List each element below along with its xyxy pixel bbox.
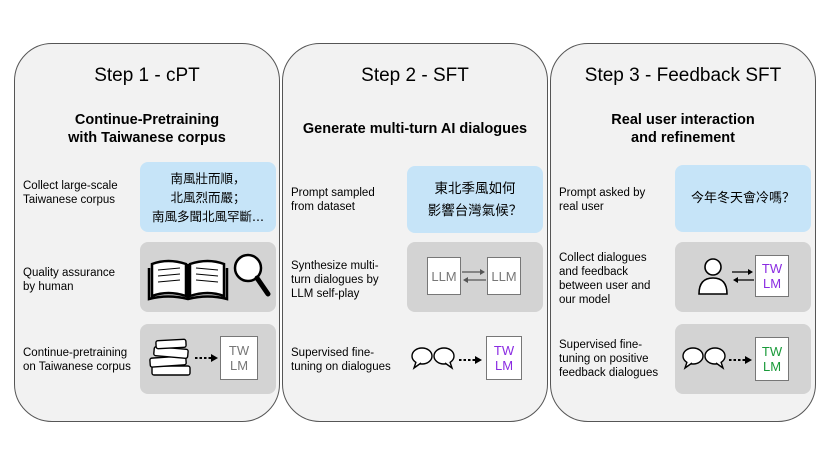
corpus-line: 北風烈而嚴； xyxy=(170,189,246,205)
continue-pretraining-icon-box: TW LM xyxy=(140,324,276,394)
sampled-prompt-text-box: 東北季風如何 影響台灣氣候？ xyxy=(407,166,543,233)
label-line: turn dialogues by xyxy=(291,274,379,286)
step-2-subtitle-line: Generate multi-turn AI dialogues xyxy=(302,121,528,137)
prompt-line: 今年冬天會冷嗎？ xyxy=(690,191,795,206)
step-2-row-2-label: Synthesize multi- turn dialogues by LLM … xyxy=(291,259,379,301)
magnifying-glass-icon xyxy=(233,253,271,297)
stacked-books-icon xyxy=(149,338,191,376)
label-line: by human xyxy=(23,281,74,293)
step-2-row-1-label: Prompt sampled from dataset xyxy=(291,186,375,214)
step-3-subtitle: Real user interaction and refinement xyxy=(551,111,815,147)
model-label-line: TW xyxy=(228,343,250,358)
sft-dialogues-icon-area: TW LM xyxy=(407,326,543,392)
label-line: from dataset xyxy=(291,201,355,213)
prompt-line: 影響台灣氣候？ xyxy=(427,202,523,219)
step-3-subtitle-line: Real user interaction xyxy=(611,112,755,128)
step-3-subtitle-line: and refinement xyxy=(631,130,735,146)
model-label-line: LM xyxy=(762,359,782,374)
step-3-row-3-label: Supervised fine- tuning on positive feed… xyxy=(559,338,658,380)
llm-right-label: LLM xyxy=(491,268,517,284)
label-line: and feedback xyxy=(559,266,629,278)
label-line: real user xyxy=(559,201,604,213)
open-book-icon xyxy=(147,259,229,301)
user-feedback-icon-box: TW LM xyxy=(675,242,811,312)
step-1-panel: Step 1 - cPT Continue-Pretraining with T… xyxy=(14,43,280,422)
label-line: Collect large-scale xyxy=(23,180,118,192)
exchange-arrows-icon xyxy=(732,269,754,283)
dotted-arrow-icon xyxy=(729,356,752,364)
user-icon xyxy=(698,258,728,295)
tw-lm-model-box: TW LM xyxy=(755,255,789,297)
label-line: feedback dialogues xyxy=(559,367,659,379)
llm-self-play-icon-box: LLM LLM xyxy=(407,242,543,312)
step-2-row-3-label: Supervised fine- tuning on dialogues xyxy=(291,346,391,374)
tw-lm-model-box: TW LM xyxy=(486,336,522,380)
tw-lm-model-box: TW LM xyxy=(220,336,258,380)
model-label-line: TW xyxy=(761,344,783,359)
label-line: Supervised fine- xyxy=(559,339,643,351)
speech-bubbles-icon xyxy=(411,347,455,370)
label-line: tuning on positive xyxy=(559,353,649,365)
step-1-title: Step 1 - cPT xyxy=(94,65,200,86)
label-line: Supervised fine- xyxy=(291,347,375,359)
step-3-title: Step 3 - Feedback SFT xyxy=(584,65,782,86)
llm-left-box: LLM xyxy=(427,257,461,295)
step-2-panel: Step 2 - SFT Generate multi-turn AI dial… xyxy=(282,43,548,422)
step-3-panel: Step 3 - Feedback SFT Real user interact… xyxy=(550,43,816,422)
label-line: our model xyxy=(559,294,611,306)
label-line: LLM self-play xyxy=(291,288,360,300)
label-line: Synthesize multi- xyxy=(291,260,379,272)
step-1-row-3-label: Continue-pretraining on Taiwanese corpus xyxy=(23,346,131,374)
tw-lm-model-box: TW LM xyxy=(755,337,789,381)
label-line: Quality assurance xyxy=(23,267,116,279)
exchange-arrows-icon xyxy=(462,269,486,283)
model-label-line: LM xyxy=(494,358,514,373)
model-label-line: LM xyxy=(229,358,249,373)
dotted-arrow-icon xyxy=(195,354,218,362)
label-line: on Taiwanese corpus xyxy=(23,361,131,373)
label-line: Collect dialogues xyxy=(559,252,647,264)
model-label-line: TW xyxy=(761,261,783,276)
step-3-row-2-label: Collect dialogues and feedback between u… xyxy=(559,251,650,307)
model-label-line: LM xyxy=(762,276,782,291)
step-2-subtitle: Generate multi-turn AI dialogues xyxy=(283,120,547,138)
user-prompt-text-box: 今年冬天會冷嗎？ xyxy=(675,165,811,232)
step-1-row-1-label: Collect large-scale Taiwanese corpus xyxy=(23,179,118,207)
dotted-arrow-icon xyxy=(459,356,482,364)
llm-left-label: LLM xyxy=(431,268,457,284)
feedback-sft-icon-box: TW LM xyxy=(675,324,811,394)
step-2-title: Step 2 - SFT xyxy=(361,65,469,86)
llm-right-box: LLM xyxy=(487,257,521,295)
label-line: Prompt asked by xyxy=(559,187,646,199)
step-3-row-1-label: Prompt asked by real user xyxy=(559,186,645,214)
prompt-line: 東北季風如何 xyxy=(434,180,516,197)
corpus-line: 南風壯而順， xyxy=(170,170,246,186)
label-line: between user and xyxy=(559,280,651,292)
label-line: Continue-pretraining xyxy=(23,347,128,359)
label-line: tuning on dialogues xyxy=(291,361,391,373)
corpus-line: 南風多聞北風罕斷... xyxy=(152,208,264,224)
label-line: Taiwanese corpus xyxy=(23,194,116,206)
taiwanese-corpus-text-box: 南風壯而順， 北風烈而嚴； 南風多聞北風罕斷... xyxy=(140,162,276,232)
step-1-row-2-label: Quality assurance by human xyxy=(23,266,115,294)
quality-assurance-icon-box xyxy=(140,242,276,312)
label-line: Prompt sampled xyxy=(291,187,375,199)
speech-bubbles-icon xyxy=(682,347,726,370)
step-1-subtitle-line: with Taiwanese corpus xyxy=(68,130,226,146)
step-1-subtitle: Continue-Pretraining with Taiwanese corp… xyxy=(15,111,279,147)
step-1-subtitle-line: Continue-Pretraining xyxy=(74,112,220,128)
model-label-line: TW xyxy=(493,343,515,358)
